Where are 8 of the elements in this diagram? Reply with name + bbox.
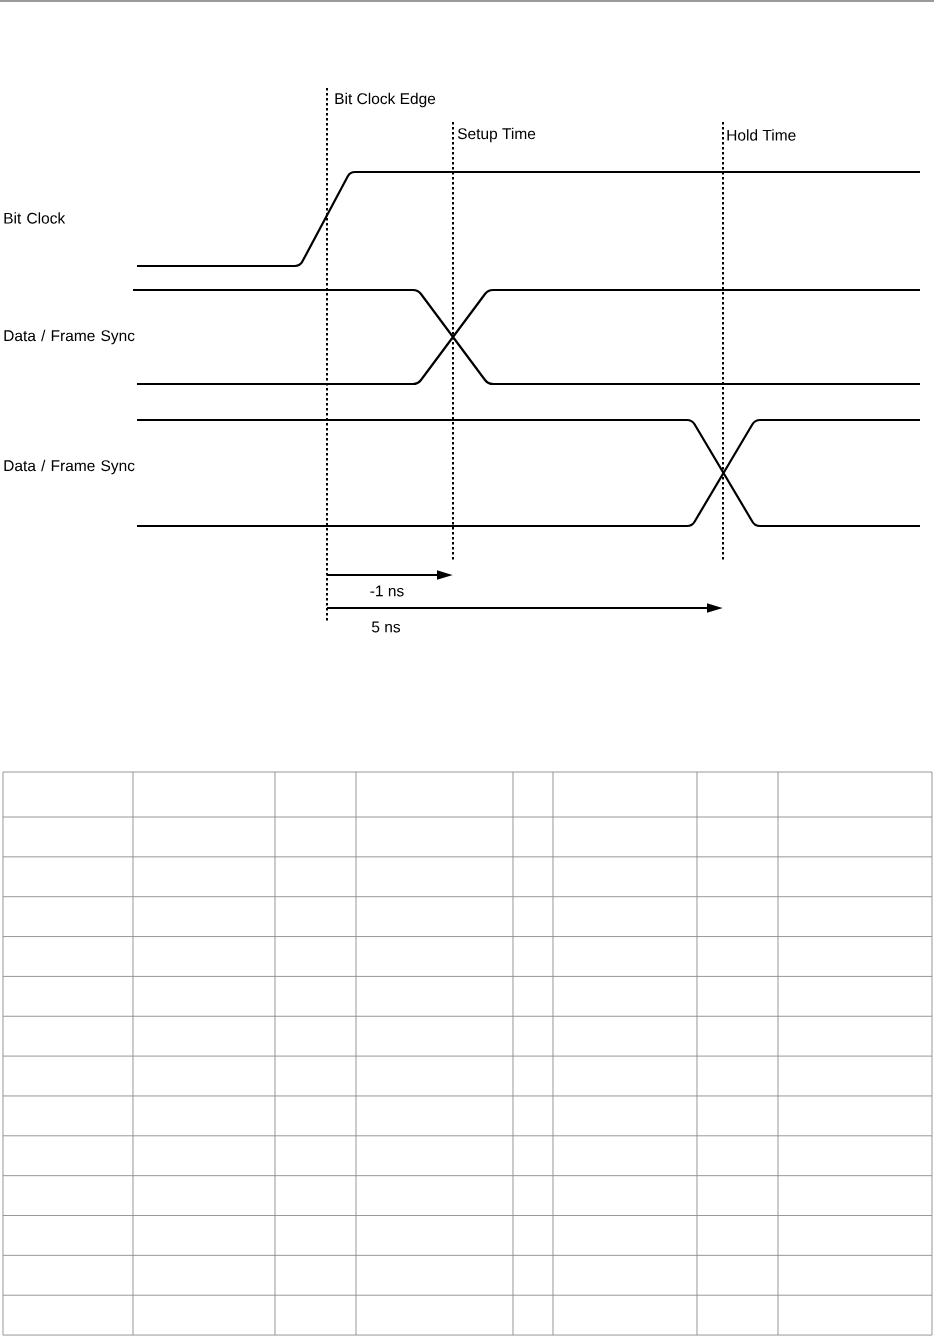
signal-label: Data / Frame Sync — [4, 329, 135, 345]
dimension-label: 5 ns — [372, 621, 401, 633]
signal-label: Data / Frame Sync — [4, 459, 135, 475]
signal-label: Bit Clock — [4, 212, 66, 224]
marker-label: Setup Time — [457, 127, 536, 143]
marker-label: Bit Clock Edge — [335, 92, 436, 108]
marker-label: Hold Time — [727, 129, 796, 141]
dimension-label: -1 ns — [370, 585, 404, 597]
